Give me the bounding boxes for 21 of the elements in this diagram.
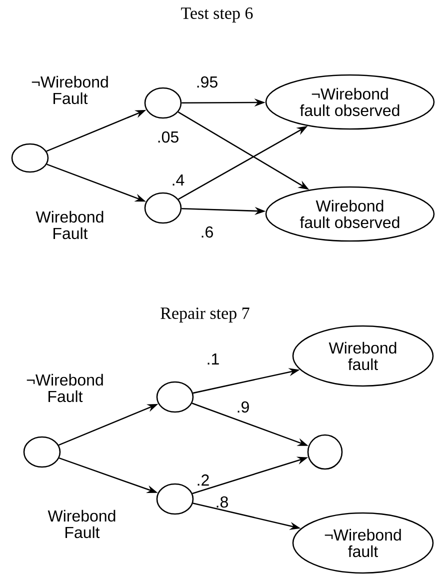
edge-label: .05: [158, 131, 178, 143]
edge-label: ¬Wirebond Fault: [26, 374, 103, 402]
edge-label: Wirebond Fault: [48, 510, 116, 538]
chance-circle: [23, 436, 61, 468]
edge-label: .2: [198, 474, 209, 486]
chance-circle: [156, 381, 194, 413]
edge-label: ¬Wirebond Fault: [32, 76, 108, 104]
edge-label: .4: [172, 174, 184, 186]
chance-circle: [144, 87, 182, 119]
edge-label: .95: [197, 76, 218, 88]
chance-circle: [144, 192, 182, 224]
edge-label: .8: [216, 496, 228, 508]
section-title: Test step 6: [181, 8, 253, 22]
edge-label: .9: [238, 401, 249, 413]
edge-label: .6: [202, 226, 213, 238]
edge-label: .1: [208, 354, 219, 364]
chance-circle: [307, 434, 343, 470]
chance-circle: [11, 143, 49, 173]
section-title: Repair step 7: [160, 308, 250, 322]
chance-circle: [156, 483, 194, 515]
edge-label: Wirebond Fault: [36, 210, 104, 240]
